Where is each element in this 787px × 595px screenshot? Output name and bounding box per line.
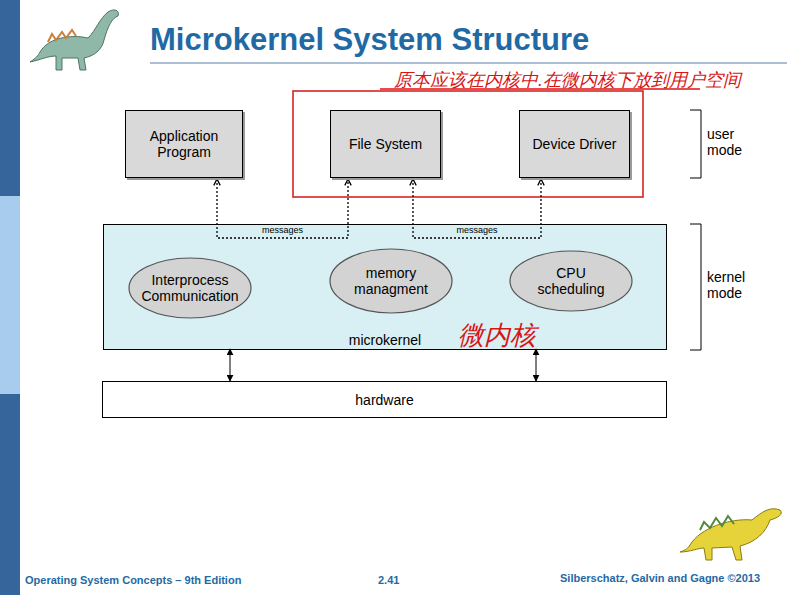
mode-label: user mode bbox=[707, 126, 751, 158]
dinosaur-icon bbox=[30, 10, 118, 70]
message-connector bbox=[217, 179, 348, 238]
edge-label: messages bbox=[260, 225, 305, 235]
bracket bbox=[690, 110, 701, 178]
node-text: memory managment bbox=[343, 265, 439, 297]
process-box: Device Driver bbox=[519, 110, 630, 178]
band-fill bbox=[103, 224, 667, 350]
message-connector bbox=[413, 179, 541, 238]
kernel-band: microkernel Interprocess Communication mem… bbox=[103, 224, 667, 350]
node-text: CPU scheduling bbox=[523, 265, 619, 297]
footer-text: Silberschatz, Galvin and Gagne ©2013 bbox=[560, 572, 760, 584]
sidebar bbox=[0, 0, 20, 595]
node-text: Application Program bbox=[130, 128, 238, 160]
sidebar-light bbox=[0, 196, 20, 394]
node-text: hardware bbox=[355, 392, 413, 408]
node-text: microkernel bbox=[349, 332, 421, 348]
node-text: File System bbox=[349, 136, 422, 152]
process-box: File System bbox=[330, 110, 441, 178]
title-rule bbox=[150, 63, 787, 64]
handwritten-note: 原本应该在内核中.在微内核下放到用户空间 bbox=[394, 68, 741, 92]
kernel-service: memory managment bbox=[329, 248, 453, 314]
hardware-box: hardware bbox=[102, 381, 667, 418]
node-text: Device Driver bbox=[532, 136, 616, 152]
mode-label: kernel mode bbox=[707, 269, 751, 301]
node-text: Interprocess Communication bbox=[141, 272, 238, 304]
edge-label: messages bbox=[454, 225, 499, 235]
process-box: Application Program bbox=[125, 110, 243, 178]
kernel-hardware-arrow bbox=[536, 349, 537, 381]
bracket bbox=[690, 224, 701, 350]
annotation-box bbox=[293, 91, 643, 197]
footer-text: Operating System Concepts – 9th Edition bbox=[25, 574, 241, 586]
dinosaur-icon bbox=[680, 509, 781, 560]
slide-title: Microkernel System Structure bbox=[150, 22, 589, 58]
handwritten-note: 微内核 bbox=[458, 318, 536, 353]
kernel-hardware-arrow bbox=[230, 349, 231, 381]
kernel-service: CPU scheduling bbox=[509, 250, 633, 312]
page-number: 2.41 bbox=[378, 574, 399, 586]
kernel-service: Interprocess Communication bbox=[128, 257, 252, 319]
